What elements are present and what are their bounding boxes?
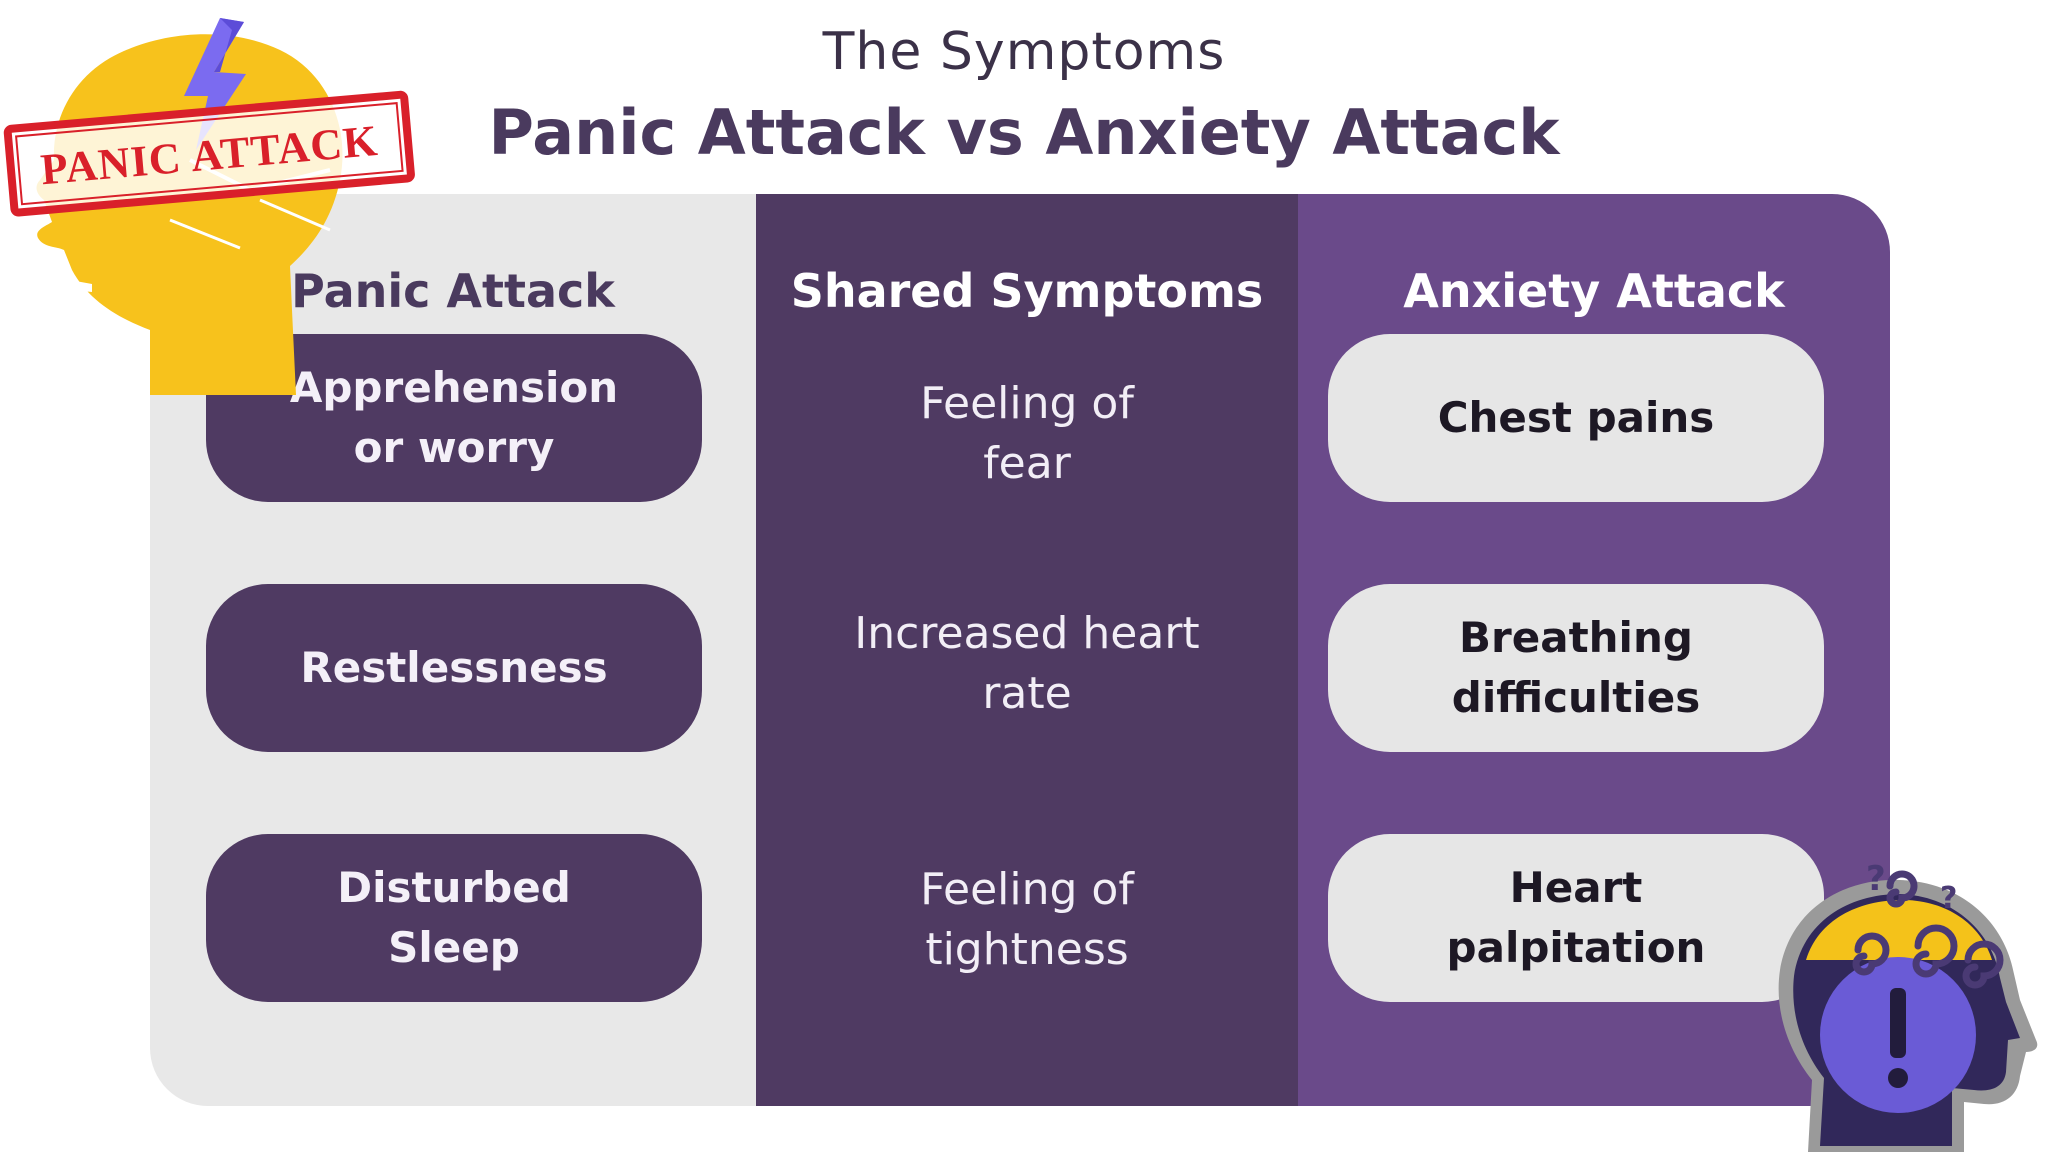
panic-attack-stamp: PANIC ATTACK — [3, 90, 415, 217]
panic-symptom-2: Restlessness — [206, 584, 702, 752]
svg-text:?: ? — [1940, 881, 1957, 916]
anxiety-symptom-1: Chest pains — [1328, 334, 1824, 502]
svg-text:?: ? — [1866, 859, 1886, 899]
comparison-board: Panic Attack Apprehension or worry Restl… — [150, 194, 1890, 1106]
anxiety-symptom-3: Heart palpitation — [1328, 834, 1824, 1002]
panic-symptom-1: Apprehension or worry — [206, 334, 702, 502]
shared-symptom-1: Feeling of fear — [920, 378, 1134, 489]
shared-symptom-2: Increased heart rate — [854, 608, 1200, 719]
anxiety-symptom-2: Breathing difficulties — [1328, 584, 1824, 752]
anxiety-attack-column: Anxiety Attack Chest pains Breathing dif… — [1298, 194, 1890, 1106]
panic-symptom-3: Disturbed Sleep — [206, 834, 702, 1002]
anxiety-attack-heading: Anxiety Attack — [1403, 264, 1785, 318]
page-title: Panic Attack vs Anxiety Attack — [488, 96, 1560, 169]
panic-attack-heading: Panic Attack — [291, 264, 615, 318]
shared-symptoms-column: Shared Symptoms Feeling of fear Increase… — [756, 194, 1298, 1106]
panic-head-lightning-icon: PANIC ATTACK — [3, 18, 415, 395]
shared-symptom-3: Feeling of tightness — [920, 864, 1134, 975]
shared-symptoms-heading: Shared Symptoms — [790, 264, 1264, 318]
page-subtitle: The Symptoms — [822, 22, 1226, 82]
anxiety-head-question-icon: ? ? — [1778, 859, 2038, 1152]
